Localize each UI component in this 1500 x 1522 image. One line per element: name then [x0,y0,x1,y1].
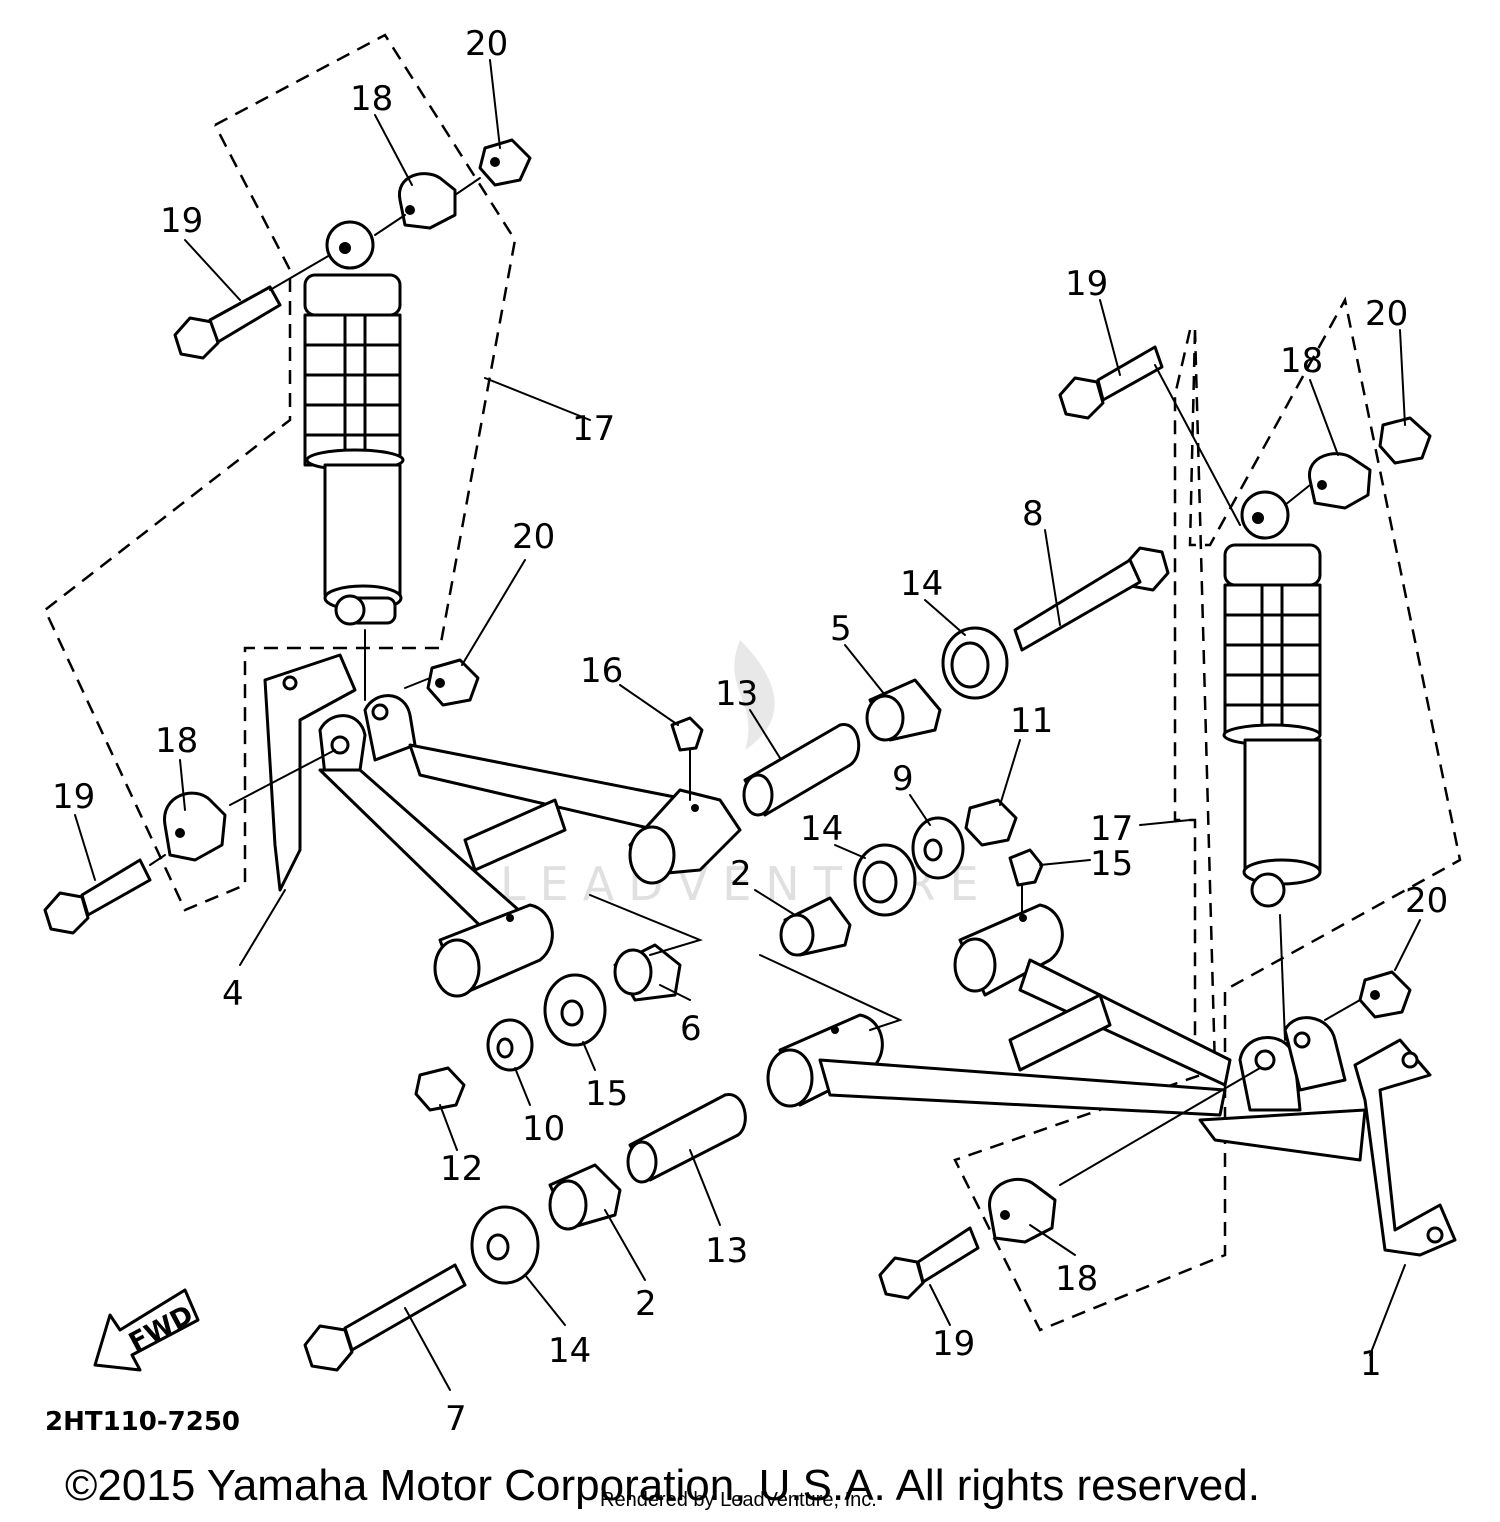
leader-lines [74,59,1421,1391]
bolt-19-bottom-right [878,1226,980,1300]
assembly-outlines [43,33,1462,1332]
callout-6: 8 [1022,494,1044,534]
callouts: 20 18 19 17 20 18 19 4 16 13 5 14 8 11 9… [52,24,1448,1439]
callout-13-top: 14 [800,809,843,849]
nut-20-mid-left [426,658,480,707]
nut-10 [414,1066,466,1112]
assembly-lines [149,177,1361,1186]
a-arm-left [318,743,742,998]
callout-19-top-left: 19 [160,201,203,241]
callout-4-bottom: 6 [680,1009,702,1049]
callout-12: 13 [715,674,758,714]
callout-11: 13 [705,1231,748,1271]
callout-20-top: 20 [465,24,508,64]
callout-18-left: 18 [155,721,198,761]
callout-19-mid-left: 19 [52,777,95,817]
nut-20-top-right [1378,416,1432,465]
callout-14-bottom: 15 [585,1074,628,1114]
callout-13-bottom: 14 [548,1331,591,1371]
bolt-19-top-right [1058,345,1164,420]
shock-absorber-right [1222,490,1322,1041]
seal-14-top [941,626,1009,700]
callout-9: 11 [1010,701,1053,741]
callout-10: 12 [440,1149,483,1189]
callout-19-bottom-right: 19 [932,1324,975,1364]
bolt-5 [303,1263,467,1372]
callout-3: 4 [222,974,244,1014]
nut-20-top [478,138,532,187]
collar-2-top [779,896,852,957]
bolt-19-mid-left [43,858,152,935]
bushing-18-top [398,172,457,230]
callout-7: 9 [892,759,914,799]
rendered-by-note: Rendered by LeadVenture, Inc. [600,1489,877,1511]
callout-20-bottom-right: 20 [1405,881,1448,921]
callout-8: 10 [522,1109,565,1149]
collar-2-bottom [548,1163,622,1231]
frame-bracket-left [263,653,417,892]
seal-13-bottom [470,1205,540,1285]
collar-4-top [865,678,942,742]
callout-18-top-right: 18 [1280,341,1323,381]
callout-14-top: 14 [900,564,943,604]
pivot-sleeve-11 [626,1093,747,1184]
seal-14-bottom [543,973,607,1047]
pivot-sleeve-12 [742,723,861,817]
part-code: 2HT110-7250 [45,1407,240,1437]
bolt-19-top-left [173,285,282,360]
callout-19-top-right: 19 [1065,264,1108,304]
callout-18-top: 18 [350,79,393,119]
bushing-18-bottom-right [988,1177,1057,1244]
callout-17-right: 17 [1090,809,1133,849]
callout-2-bottom: 2 [635,1284,657,1324]
callout-20-top-right: 20 [1365,294,1408,334]
nut-9 [964,798,1018,847]
seal-13-top [853,843,917,917]
callout-2-top: 2 [730,854,752,894]
callout-20-mid-left: 20 [512,517,555,557]
callout-15: 15 [1090,844,1133,884]
callout-16: 16 [580,651,623,691]
frame-bracket-right [1198,1016,1457,1257]
bolt-6 [1013,546,1170,652]
grease-nipple-16 [670,716,704,801]
forward-arrow-icon: FWD [93,1288,200,1372]
callout-18-bottom-right: 18 [1055,1259,1098,1299]
bushing-18-left [163,791,227,862]
washer-8 [486,1018,534,1072]
callout-17-left: 17 [572,409,615,449]
washer-7 [911,816,965,880]
a-arm-right [766,903,1232,1117]
callout-5: 7 [445,1399,467,1439]
callout-4-top: 5 [830,609,852,649]
grease-nipple-15 [1008,848,1044,916]
callout-1: 1 [1360,1344,1382,1384]
copyright-notice: ©2015 Yamaha Motor Corporation, U.S.A. A… [65,1461,1260,1510]
bushing-18-top-right [1308,452,1372,510]
nut-20-bottom-right [1358,970,1412,1019]
collar-4-bottom [613,943,682,1002]
shock-absorber-left [303,220,405,701]
